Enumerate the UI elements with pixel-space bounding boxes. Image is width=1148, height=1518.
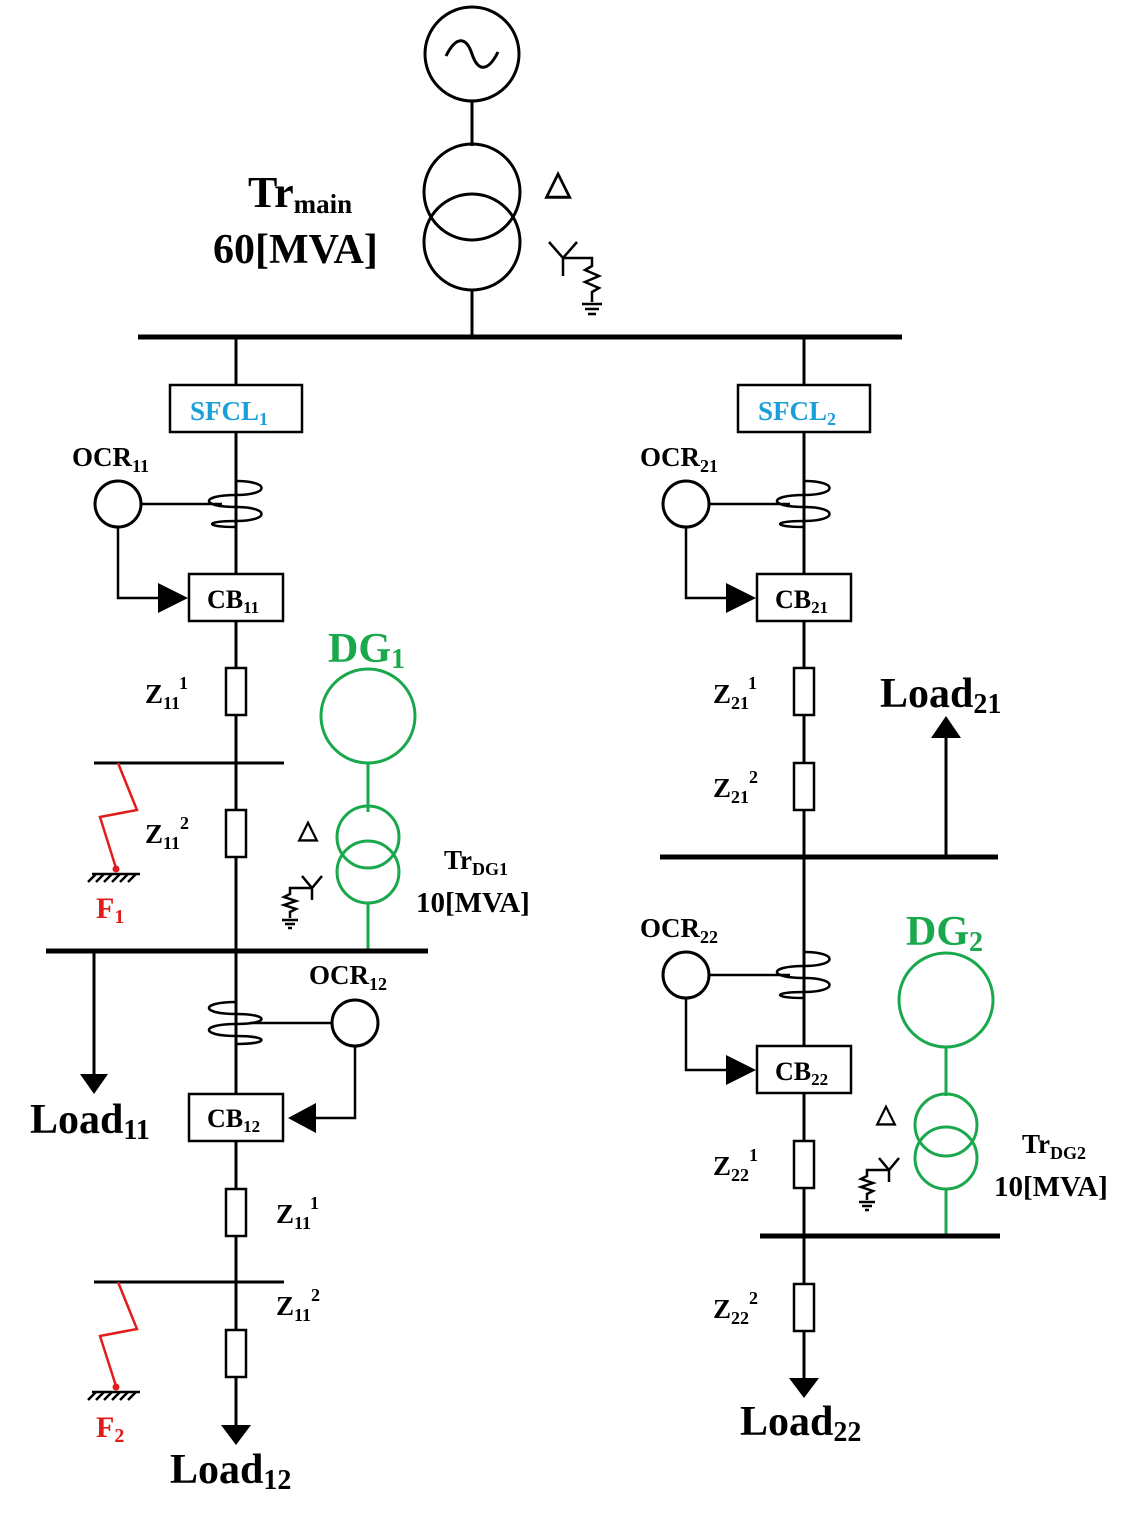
tr-dg1-delta-icon: △ bbox=[297, 815, 319, 844]
dg1-generator-icon bbox=[319, 667, 417, 765]
z11-2-label-lower: Z112 bbox=[276, 1285, 320, 1325]
tr-dg1-label: TrDG1 bbox=[444, 845, 508, 879]
cb11-label: CB11 bbox=[207, 585, 259, 617]
tr-dg2-delta-icon: △ bbox=[875, 1099, 897, 1128]
ocr12-label: OCR12 bbox=[309, 960, 387, 994]
cb22-label: CB22 bbox=[775, 1057, 828, 1089]
z21-2-label: Z212 bbox=[713, 767, 758, 807]
cb12-label: CB12 bbox=[207, 1104, 260, 1136]
wye-grounded-winding-icon bbox=[548, 241, 603, 316]
tr-dg1-transformer-symbol bbox=[335, 804, 401, 905]
ocr11-label: OCR11 bbox=[72, 442, 149, 476]
main-transformer-label: Trmain bbox=[248, 168, 352, 219]
ocr11-relay-icon bbox=[93, 479, 143, 529]
fault-f1-icon bbox=[98, 762, 139, 869]
ocr21-label: OCR21 bbox=[640, 442, 718, 476]
fault-f2-icon bbox=[98, 1281, 139, 1387]
tr-dg2-rating: 10[MVA] bbox=[994, 1171, 1108, 1203]
sfcl1-box bbox=[168, 383, 304, 434]
ocr21-relay-icon bbox=[661, 479, 711, 529]
fault-f2-label: F2 bbox=[96, 1411, 124, 1447]
ct11-coil-icon bbox=[207, 479, 263, 529]
sine-wave-icon bbox=[444, 39, 500, 69]
dg1-label: DG1 bbox=[328, 626, 405, 675]
cb21-label: CB21 bbox=[775, 585, 828, 617]
z22-1-label: Z221 bbox=[713, 1145, 758, 1185]
load11-label: Load11 bbox=[30, 1097, 150, 1146]
z21-1-impedance bbox=[792, 666, 816, 717]
ct22-coil-icon bbox=[775, 950, 831, 1000]
sfcl2-label: SFCL2 bbox=[758, 396, 836, 429]
ocr22-label: OCR22 bbox=[640, 913, 718, 947]
tr-dg1-rating: 10[MVA] bbox=[416, 887, 530, 919]
tr-dg2-transformer-symbol bbox=[913, 1092, 979, 1191]
ct21-coil-icon bbox=[775, 479, 831, 529]
ocr12-relay-icon bbox=[330, 998, 380, 1048]
dg2-label: DG2 bbox=[906, 909, 983, 958]
z11-1-label-lower: Z111 bbox=[276, 1193, 319, 1233]
z11-2-impedance bbox=[224, 808, 248, 859]
sfcl2-box bbox=[736, 383, 872, 434]
ac-source bbox=[423, 5, 521, 103]
sfcl1-label: SFCL1 bbox=[190, 396, 268, 429]
cb12-box bbox=[187, 1092, 285, 1143]
z11-1-impedance-lower bbox=[224, 1187, 248, 1238]
z22-2-label: Z222 bbox=[713, 1288, 758, 1328]
cb22-box bbox=[755, 1044, 853, 1095]
tr-dg2-label: TrDG2 bbox=[1022, 1129, 1086, 1163]
z21-2-impedance bbox=[792, 761, 816, 812]
tr-dg2-wye-grounded-icon bbox=[857, 1157, 900, 1212]
z22-2-impedance bbox=[792, 1282, 816, 1333]
dg2-generator-icon bbox=[897, 951, 995, 1049]
load12-label: Load12 bbox=[170, 1447, 291, 1496]
main-transformer-symbol bbox=[422, 142, 522, 292]
ct12-coil-icon bbox=[207, 1000, 263, 1046]
delta-winding-icon: △ bbox=[544, 165, 572, 202]
load21-label: Load21 bbox=[880, 671, 1001, 720]
tr-dg1-wye-grounded-icon bbox=[280, 875, 323, 930]
fault-f1-label: F1 bbox=[96, 892, 124, 928]
z11-2-impedance-lower bbox=[224, 1328, 248, 1379]
cb11-box bbox=[187, 572, 285, 623]
z21-1-label: Z211 bbox=[713, 673, 757, 713]
z11-1-label: Z111 bbox=[145, 673, 188, 713]
main-transformer-rating: 60[MVA] bbox=[213, 227, 378, 273]
load22-label: Load22 bbox=[740, 1399, 861, 1448]
ocr22-relay-icon bbox=[661, 950, 711, 1000]
z22-1-impedance bbox=[792, 1139, 816, 1190]
z11-1-impedance bbox=[224, 666, 248, 717]
z11-2-label: Z112 bbox=[145, 813, 189, 853]
